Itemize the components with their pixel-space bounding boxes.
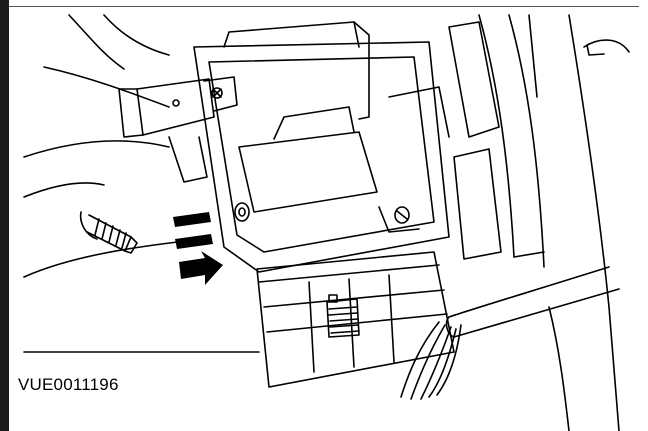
dashboard-contours [23, 14, 260, 353]
figure-reference-code: VUE0011196 [18, 375, 119, 394]
connector-block [256, 251, 455, 388]
trim-panel-right [448, 14, 630, 431]
module-housing [193, 21, 450, 273]
threaded-stud [79, 211, 138, 254]
technical-illustration [23, 14, 630, 431]
wiring-harness [400, 266, 620, 400]
mounting-bracket [118, 76, 238, 183]
page-edge-bar [0, 0, 9, 431]
top-rule [9, 6, 639, 7]
removal-arrow [173, 212, 223, 285]
